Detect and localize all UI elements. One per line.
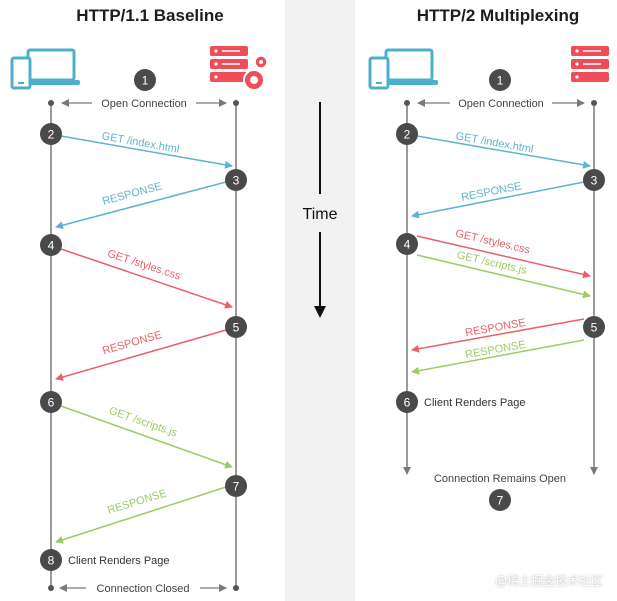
title-http2: HTTP/2 Multiplexing bbox=[416, 6, 580, 25]
right-step-4-badge: 4 bbox=[396, 233, 418, 255]
left-open-connection-label: Open Connection bbox=[101, 98, 187, 110]
svg-text:2: 2 bbox=[404, 128, 411, 142]
left-step-5-badge: 5 bbox=[225, 316, 247, 338]
svg-text:5: 5 bbox=[591, 321, 598, 335]
right-step-5-badge: 5 bbox=[583, 316, 605, 338]
right-client-renders-label: Client Renders Page bbox=[424, 397, 526, 409]
left-msg-get-styles bbox=[60, 248, 233, 309]
right-msg-response-scripts bbox=[411, 339, 585, 375]
left-msg-response-index-label: RESPONSE bbox=[101, 180, 163, 207]
right-msg-response-index bbox=[411, 181, 585, 219]
left-msg-response-index bbox=[55, 181, 227, 230]
svg-text:3: 3 bbox=[591, 174, 598, 188]
left-msg-response-styles-label: RESPONSE bbox=[101, 329, 163, 357]
svg-text:6: 6 bbox=[48, 396, 55, 410]
svg-text:3: 3 bbox=[233, 174, 240, 188]
left-msg-response-scripts-label: RESPONSE bbox=[106, 487, 168, 516]
svg-text:4: 4 bbox=[404, 238, 411, 252]
right-step-2-badge: 2 bbox=[396, 123, 418, 145]
left-msg-get-index bbox=[60, 135, 233, 169]
left-msg-get-scripts bbox=[60, 405, 233, 469]
laptop-phone-icon bbox=[10, 48, 80, 90]
right-msg-response-scripts-label: RESPONSE bbox=[464, 339, 526, 361]
right-panel: 1 Open Connection GET /index.html RESPON… bbox=[368, 46, 609, 511]
left-panel: 1 Open Connection GET /index.html RESPON… bbox=[10, 46, 268, 595]
laptop-phone-icon bbox=[368, 48, 438, 90]
svg-text:7: 7 bbox=[233, 480, 240, 494]
left-msg-get-scripts-label: GET /scripts.js bbox=[107, 405, 179, 440]
svg-text:1: 1 bbox=[142, 74, 149, 88]
right-msg-get-index bbox=[416, 135, 591, 169]
right-step-3-badge: 3 bbox=[583, 169, 605, 191]
server-gear-icon bbox=[571, 46, 609, 82]
watermark: @稀土掘金技术社区 bbox=[494, 574, 603, 588]
svg-text:2: 2 bbox=[48, 128, 55, 142]
left-step-3-badge: 3 bbox=[225, 169, 247, 191]
left-msg-response-scripts bbox=[55, 486, 227, 544]
right-msg-response-styles-label: RESPONSE bbox=[464, 317, 526, 339]
left-step-2-badge: 2 bbox=[40, 123, 62, 145]
svg-text:8: 8 bbox=[48, 554, 55, 568]
left-step-6-badge: 6 bbox=[40, 391, 62, 413]
left-step-8-badge: 8 bbox=[40, 549, 62, 571]
left-step-7-badge: 7 bbox=[225, 475, 247, 497]
right-msg-response-styles bbox=[411, 318, 585, 353]
right-msg-get-scripts bbox=[416, 254, 591, 299]
svg-text:1: 1 bbox=[497, 74, 504, 88]
server-gear-icon bbox=[210, 46, 268, 91]
right-msg-get-index-label: GET /index.html bbox=[455, 130, 535, 155]
right-step-1-badge: 1 bbox=[489, 69, 511, 91]
right-msg-get-styles bbox=[416, 235, 591, 279]
left-client-renders-label: Client Renders Page bbox=[68, 555, 170, 567]
svg-text:4: 4 bbox=[48, 239, 55, 253]
right-open-connection-label: Open Connection bbox=[458, 98, 544, 110]
time-label: Time bbox=[303, 206, 338, 223]
left-step-1-badge: 1 bbox=[134, 69, 156, 91]
left-step-4-badge: 4 bbox=[40, 234, 62, 256]
svg-text:7: 7 bbox=[497, 494, 504, 508]
title-http11: HTTP/1.1 Baseline bbox=[76, 6, 224, 25]
right-step-7-badge: 7 bbox=[489, 489, 511, 511]
left-msg-response-styles bbox=[55, 329, 227, 381]
svg-text:5: 5 bbox=[233, 321, 240, 335]
right-step-6-badge: 6 bbox=[396, 391, 418, 413]
left-msg-get-index-label: GET /index.html bbox=[101, 130, 181, 155]
right-connection-open-label: Connection Remains Open bbox=[434, 473, 566, 485]
left-connection-closed-label: Connection Closed bbox=[97, 583, 190, 595]
svg-text:6: 6 bbox=[404, 396, 411, 410]
